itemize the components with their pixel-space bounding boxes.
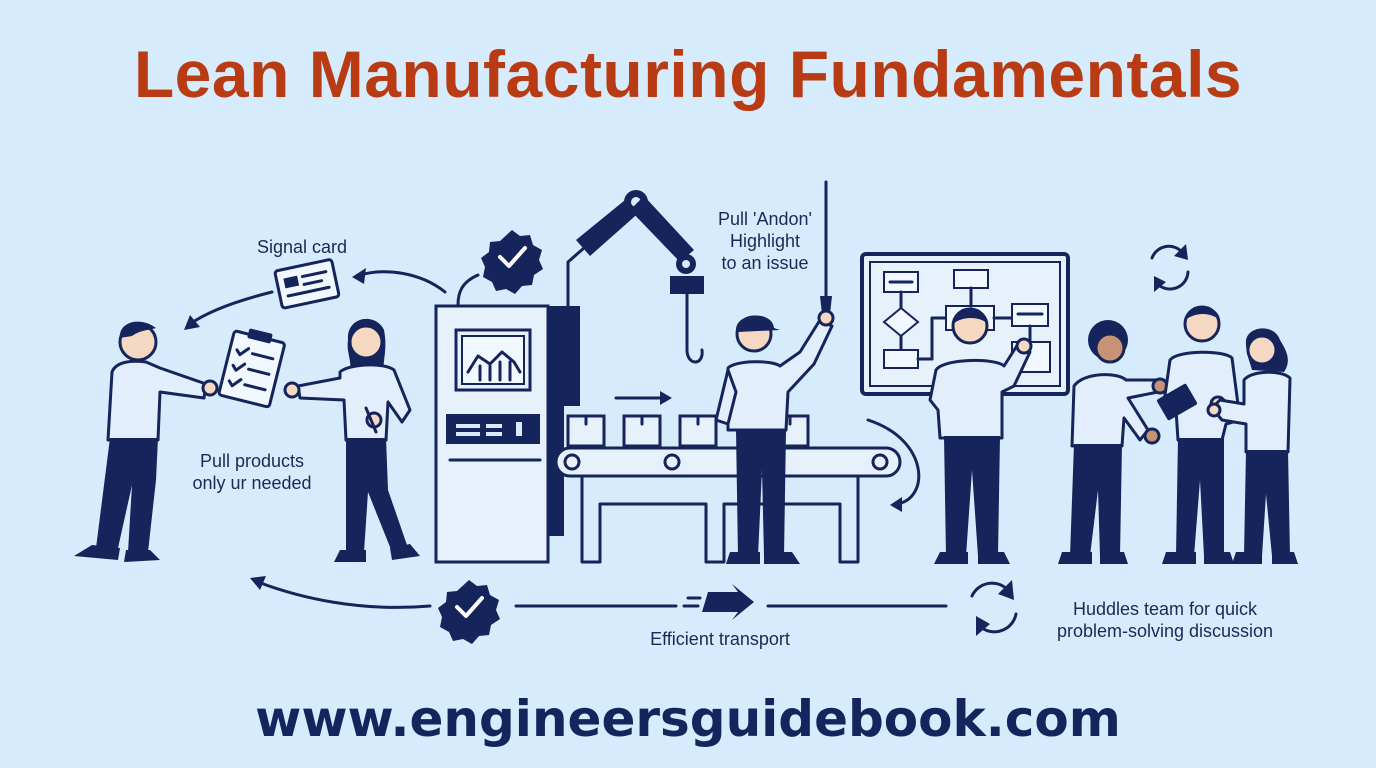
signal-flow-arrow [184, 268, 447, 330]
recycle-arrows-icon [970, 580, 1018, 636]
huddle-team [1058, 305, 1298, 564]
check-badge-icon [456, 230, 543, 307]
worker-andon-cap [714, 309, 835, 564]
signal-card-label: Signal card [256, 237, 348, 257]
bottom-flow-arrows [250, 576, 948, 609]
huddles-label: Huddles team for quick problem-solving d… [1056, 599, 1274, 641]
robot-arm-icon [566, 190, 704, 364]
recycle-arrows-icon [1150, 244, 1190, 292]
andon-label: Pull 'Andon' Highlight to an issue [718, 209, 812, 273]
worker-woman [283, 318, 420, 562]
transport-label: Efficient transport [650, 629, 790, 649]
clipboard-icon [217, 328, 286, 409]
worker-man-clipboard [74, 321, 219, 562]
fast-arrow-icon [682, 584, 754, 620]
pull-products-label: Pull products only ur needed [192, 451, 312, 493]
page-title: Lean Manufacturing Fundamentals [133, 37, 1243, 111]
footer-url: www.engineersguidebook.com [255, 690, 1121, 748]
andon-cord [820, 180, 832, 314]
production-machine [434, 304, 580, 564]
signal-card-icon [273, 258, 341, 310]
check-badge-icon [438, 580, 500, 644]
worker-at-board [928, 307, 1033, 564]
tablet-icon [1157, 383, 1197, 421]
